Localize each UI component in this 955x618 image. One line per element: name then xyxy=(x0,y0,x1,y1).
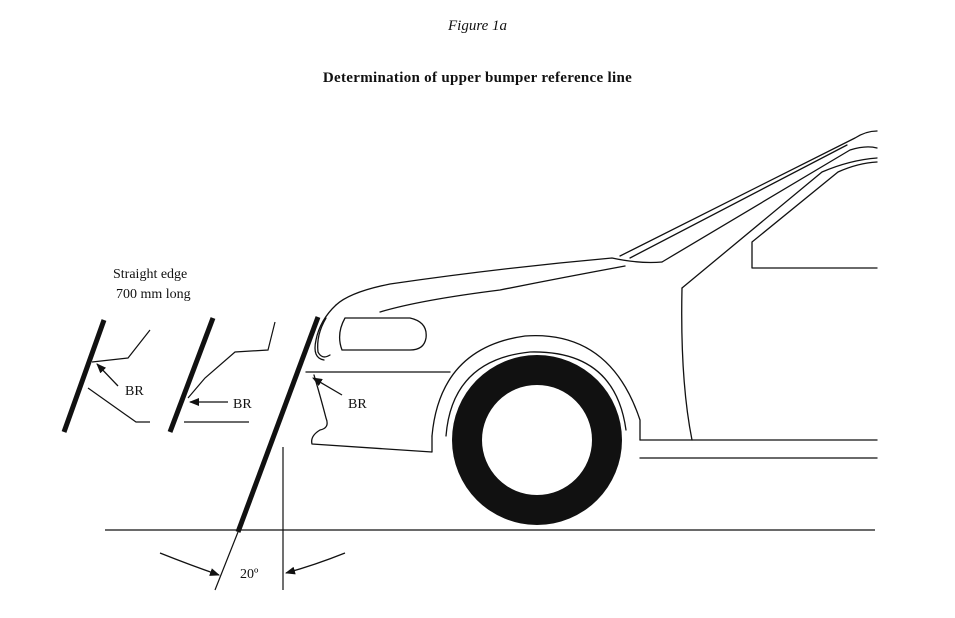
br-label-3: BR xyxy=(348,397,367,412)
br-arrow-3 xyxy=(312,377,343,396)
straight-edge-3 xyxy=(235,316,321,533)
side-window xyxy=(751,161,878,269)
grille xyxy=(317,317,331,358)
bumper-profile-1 xyxy=(91,329,151,363)
bumper-profile-2 xyxy=(187,321,276,399)
car-body xyxy=(305,130,878,459)
door-line xyxy=(681,287,693,441)
straight-edge-2 xyxy=(167,317,216,433)
front-wheel xyxy=(452,355,622,525)
wheel-hub xyxy=(482,385,592,495)
straight-edge-1 xyxy=(61,319,107,433)
nose xyxy=(314,304,337,361)
front-wheel-arch xyxy=(431,334,641,441)
figure-title: Determination of upper bumper reference … xyxy=(322,70,633,86)
angle-arc-right xyxy=(285,552,346,575)
a-pillar xyxy=(661,146,878,263)
windscreen xyxy=(619,130,878,257)
br-arrow-1 xyxy=(96,363,119,387)
roof-rail xyxy=(681,157,878,289)
straight-edge-label-line1: Straight edge xyxy=(113,267,187,282)
bumper-profile-1-lower xyxy=(87,387,150,423)
example-1 xyxy=(61,319,151,433)
example-2 xyxy=(167,317,276,433)
bonnet-crease xyxy=(379,265,626,313)
figure-label: Figure 1a xyxy=(447,18,508,34)
angle-arc-left xyxy=(159,552,220,576)
br-label-1: BR xyxy=(125,384,144,399)
headlamp xyxy=(338,317,427,351)
front-bumper xyxy=(311,374,433,453)
bonnet-line xyxy=(335,257,663,306)
angle-line xyxy=(214,531,239,591)
br-label-2: BR xyxy=(233,397,252,412)
example-3 xyxy=(159,316,346,591)
angle-label: 20º xyxy=(240,567,259,582)
straight-edge-label-line2: 700 mm long xyxy=(116,287,191,302)
